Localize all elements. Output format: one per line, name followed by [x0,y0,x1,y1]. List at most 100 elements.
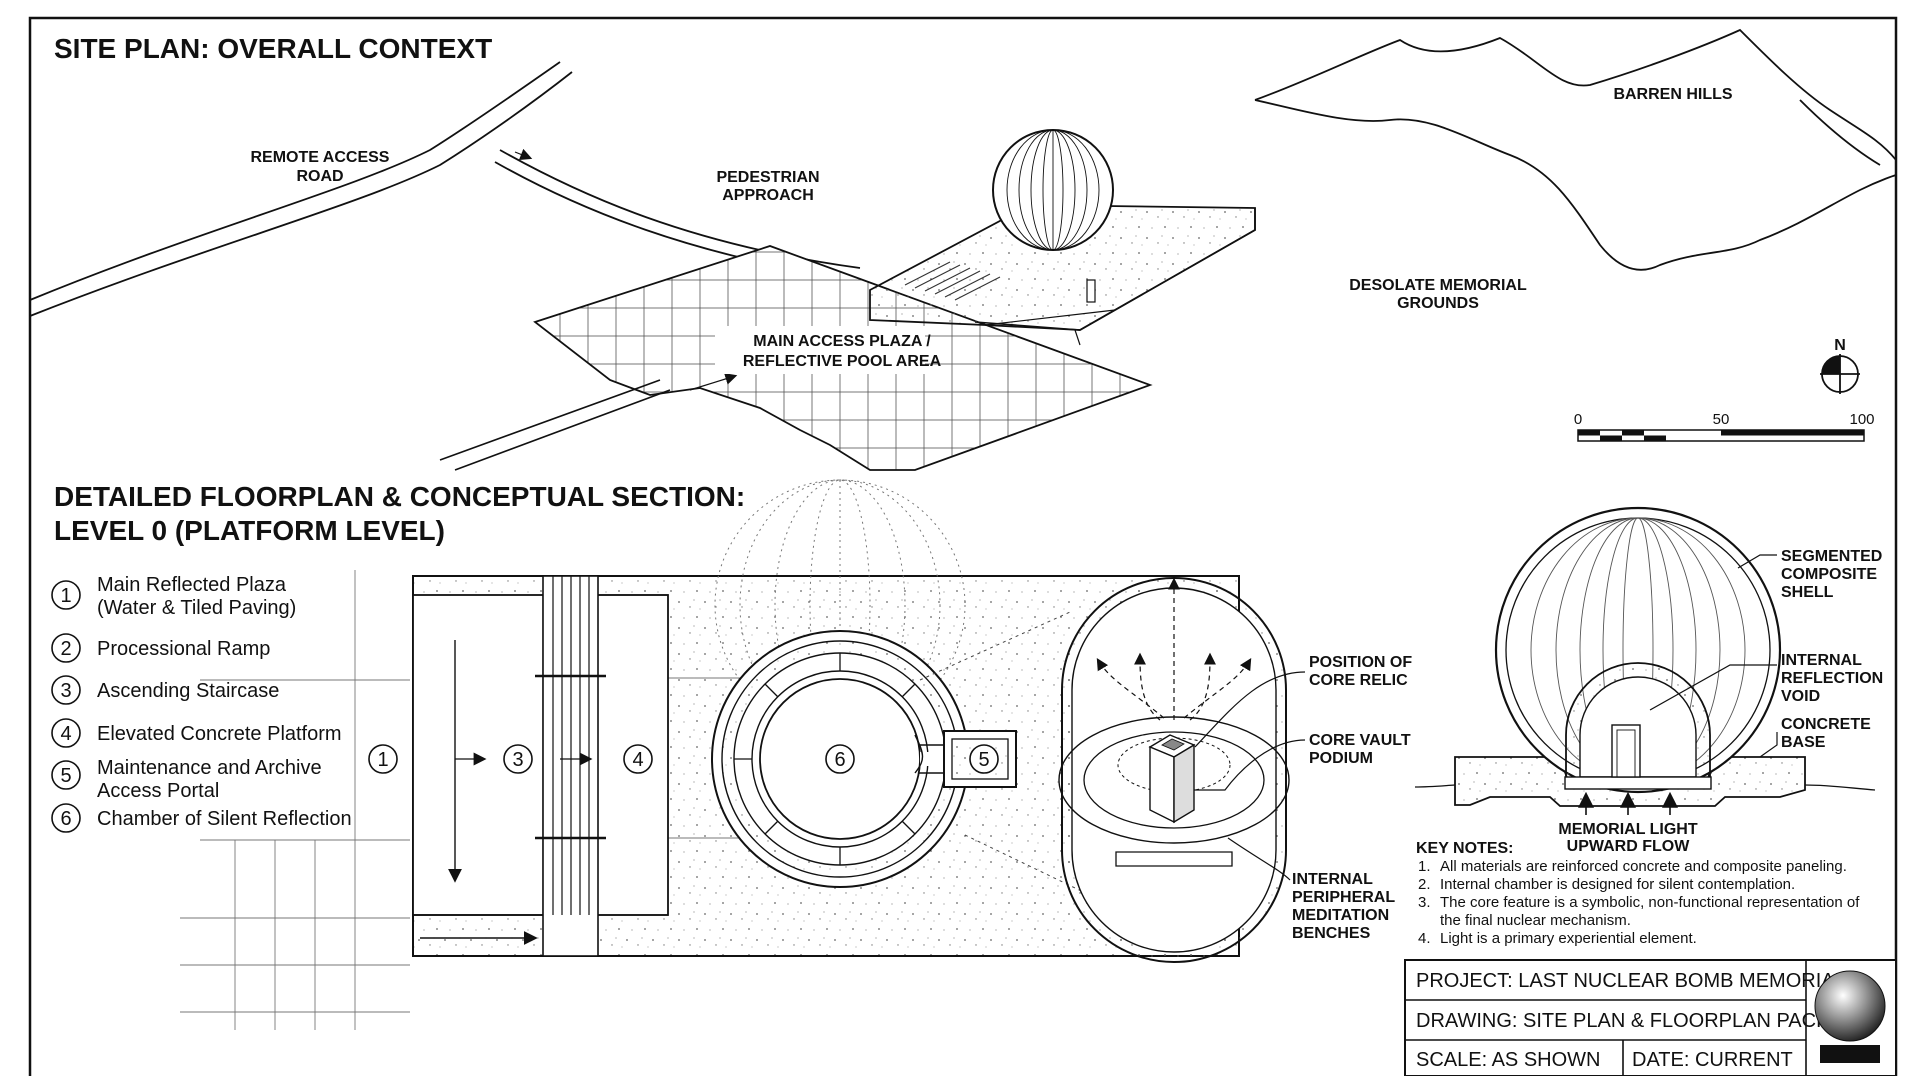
plan-grid [180,570,740,1030]
north-label: N [1834,337,1846,354]
legend-item: 4 Elevated Concrete Platform [51,718,342,748]
plan-marker-6: 6 [825,744,855,774]
conceptual-section [1058,577,1290,963]
legend-label: Maintenance and Archive [97,757,322,779]
legend-number: 2 [60,638,71,660]
drawing-scale: SCALE: AS SHOWN [1416,1049,1601,1071]
north-arrow-icon: N [1820,337,1860,394]
note-number: 4. [1418,930,1431,947]
sphere-section: MEMORIAL LIGHT UPWARD FLOW SEGMENTED COM… [1414,506,1883,855]
note-text: The core feature is a symbolic, non-func… [1440,894,1860,911]
grounds-label-line2: GROUNDS [1397,295,1479,312]
legend-number: 5 [60,765,71,787]
plan-callouts [1194,671,1306,881]
note-number: 2. [1418,876,1431,893]
staircase-plan [535,575,668,957]
key-notes-heading: KEY NOTES: [1416,840,1514,857]
road-label-line1: REMOTE ACCESS [251,149,390,166]
callout-light-line2: UPWARD FLOW [1567,838,1691,855]
callout-podium-line1: CORE VAULT [1309,732,1411,749]
callout-void-line3: VOID [1781,688,1820,705]
legend-item: 5 Maintenance and Archive Access Portal [51,757,322,802]
isometric-platform [869,204,1256,346]
legend-number: 6 [60,808,71,830]
legend: 1 Main Reflected Plaza (Water & Tiled Pa… [51,574,352,833]
key-notes: KEY NOTES: 1. All materials are reinforc… [1416,840,1860,947]
plaza-approach-path [439,379,671,471]
note-number: 1. [1418,858,1431,875]
legend-item: 3 Ascending Staircase [51,675,279,705]
svg-text:4: 4 [632,749,643,771]
plaza-label-line2: REFLECTIVE POOL AREA [743,353,942,370]
callout-benches-line2: PERIPHERAL [1292,889,1395,906]
legend-label: Ascending Staircase [97,680,279,702]
note-number: 3. [1418,894,1431,911]
callout-shell-line3: SHELL [1781,584,1834,601]
plan-marker-4: 4 [623,744,653,774]
site-plan: SITE PLAN: OVERALL CONTEXT REMOTE ACCESS… [29,28,1897,471]
callout-shell-line1: SEGMENTED [1781,548,1882,565]
isometric-sphere [992,129,1114,251]
core-relic [1148,734,1196,824]
scale-tick-50: 50 [1713,411,1730,428]
chamber-plan: 6 [711,630,969,888]
plaza-label-line1: MAIN ACCESS PLAZA / [753,333,931,350]
drawing-name: DRAWING: SITE PLAN & FLOORPLAN PACKAGE [1416,1010,1872,1032]
access-portal-plan: 5 [943,730,1017,788]
sphere-logo-icon [1814,970,1886,1063]
callout-void-line2: REFLECTION [1781,670,1883,687]
svg-text:1: 1 [377,749,388,771]
legend-label: Main Reflected Plaza [97,574,287,596]
callout-benches-line1: INTERNAL [1292,871,1373,888]
hills-label: BARREN HILLS [1613,86,1732,103]
legend-number: 4 [60,723,71,745]
processional-ramp-plan [412,594,669,945]
scale-tick-100: 100 [1849,411,1874,428]
legend-item: 1 Main Reflected Plaza (Water & Tiled Pa… [51,574,296,619]
floorplan-section: DETAILED FLOORPLAN & CONCEPTUAL SECTION:… [51,479,1412,1030]
callout-shell-line2: COMPOSITE [1781,566,1877,583]
pedestrian-label-line2: APPROACH [722,187,814,204]
plan-marker-3: 3 [503,744,533,774]
note-text: All materials are reinforced concrete an… [1440,858,1847,875]
callout-core-relic-line1: POSITION OF [1309,654,1412,671]
pedestrian-label-line1: PEDESTRIAN [716,169,819,186]
svg-text:6: 6 [834,749,845,771]
legend-number: 3 [60,680,71,702]
callout-void-line1: INTERNAL [1781,652,1862,669]
floorplan-title-line2: LEVEL 0 (PLATFORM LEVEL) [54,515,445,546]
road-label-line2: ROAD [296,168,343,185]
legend-label: Access Portal [97,780,219,802]
legend-label: Elevated Concrete Platform [97,723,342,745]
barren-hills [1254,28,1897,271]
callout-benches-line3: MEDITATION [1292,907,1389,924]
scale-tick-0: 0 [1574,411,1582,428]
legend-label: (Water & Tiled Paving) [97,597,296,619]
note-text: Light is a primary experiential element. [1440,930,1697,947]
grounds-label-line1: DESOLATE MEMORIAL [1349,277,1527,294]
callout-light-line1: MEMORIAL LIGHT [1558,821,1697,838]
callout-core-relic-line2: CORE RELIC [1309,672,1408,689]
legend-item: 6 Chamber of Silent Reflection [51,803,352,833]
svg-text:5: 5 [978,749,989,771]
project-name: PROJECT: LAST NUCLEAR BOMB MEMORIAL [1416,970,1846,992]
callout-benches-line4: BENCHES [1292,925,1371,942]
plan-marker-5: 5 [969,744,999,774]
site-plan-title: SITE PLAN: OVERALL CONTEXT [54,33,492,64]
callout-podium-line2: PODIUM [1309,750,1373,767]
legend-item: 2 Processional Ramp [51,633,270,663]
svg-text:3: 3 [512,749,523,771]
callout-base-line1: CONCRETE [1781,716,1871,733]
sheet-border [28,16,1898,1076]
title-block: PROJECT: LAST NUCLEAR BOMB MEMORIAL DRAW… [1404,959,1897,1076]
legend-number: 1 [60,585,71,607]
scale-bar: 0 50 100 [1574,411,1875,442]
callout-base-line2: BASE [1781,734,1826,751]
drawing-date: DATE: CURRENT [1632,1049,1793,1071]
plan-marker-1: 1 [368,744,398,774]
floorplan-title-line1: DETAILED FLOORPLAN & CONCEPTUAL SECTION: [54,481,745,512]
legend-label: Chamber of Silent Reflection [97,808,352,830]
note-text: the final nuclear mechanism. [1440,912,1631,929]
legend-label: Processional Ramp [97,638,270,660]
